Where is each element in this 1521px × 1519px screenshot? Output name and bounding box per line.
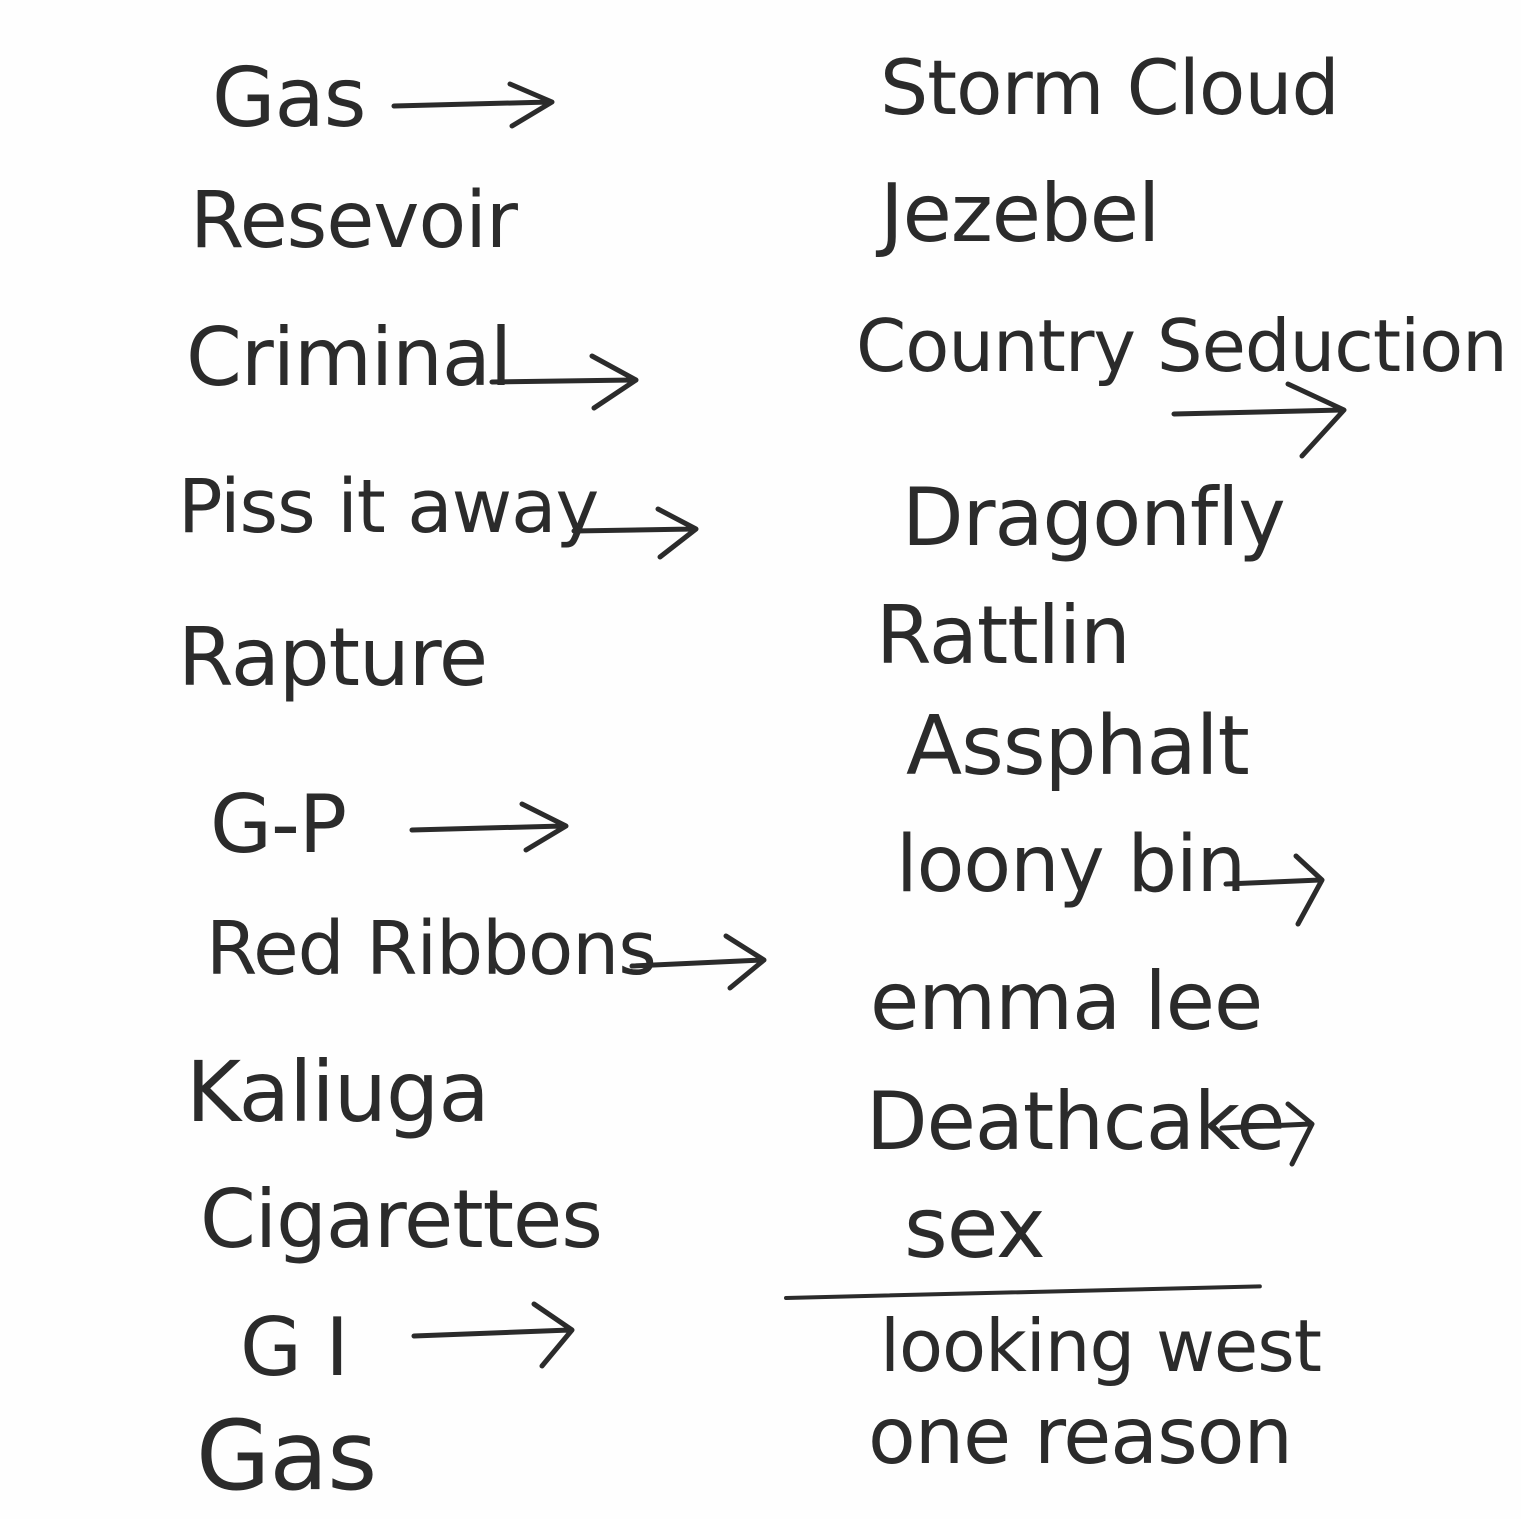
song-criminal: Criminal: [186, 311, 512, 404]
song-storm-cloud: Storm Cloud: [880, 43, 1340, 132]
song-cigarettes: Cigarettes: [200, 1173, 603, 1266]
song-rattlin: Rattlin: [876, 589, 1131, 682]
song-g-i: G I: [240, 1301, 349, 1394]
song-one-reason: one reason: [868, 1392, 1293, 1482]
right-arrow-icon: [628, 932, 770, 992]
song-kaliuga: Kaliuga: [186, 1043, 490, 1141]
encore-divider-line: [783, 1284, 1262, 1300]
song-loony-bin: loony bin: [896, 820, 1246, 910]
song-rapture: Rapture: [178, 611, 488, 704]
right-arrow-icon: [570, 505, 702, 561]
right-arrow-icon: [488, 350, 643, 414]
song-gas-opening: Gas: [212, 51, 367, 146]
song-emma-lee: emma lee: [870, 955, 1263, 1048]
right-arrow-icon: [1222, 850, 1328, 930]
right-arrow-icon: [1170, 378, 1350, 462]
right-arrow-icon: [410, 1300, 580, 1372]
song-red-ribbons: Red Ribbons: [206, 906, 657, 992]
song-assphalt: Assphalt: [906, 699, 1250, 794]
song-deathcake: Deathcake: [866, 1075, 1286, 1168]
song-piss-it-away: Piss it away: [178, 464, 599, 550]
song-sex: sex: [904, 1179, 1046, 1277]
song-country-seduction: Country Seduction: [856, 304, 1508, 388]
right-arrow-icon: [1218, 1100, 1318, 1170]
right-arrow-icon: [390, 80, 560, 130]
right-arrow-icon: [408, 800, 573, 854]
song-looking-west: looking west: [880, 1304, 1322, 1388]
song-dragonfly: Dragonfly: [902, 471, 1286, 564]
song-jezebel: Jezebel: [880, 167, 1160, 260]
song-g-p: G-P: [210, 778, 347, 871]
song-resevoir: Resevoir: [190, 176, 518, 266]
song-gas-closing: Gas: [196, 1400, 377, 1512]
